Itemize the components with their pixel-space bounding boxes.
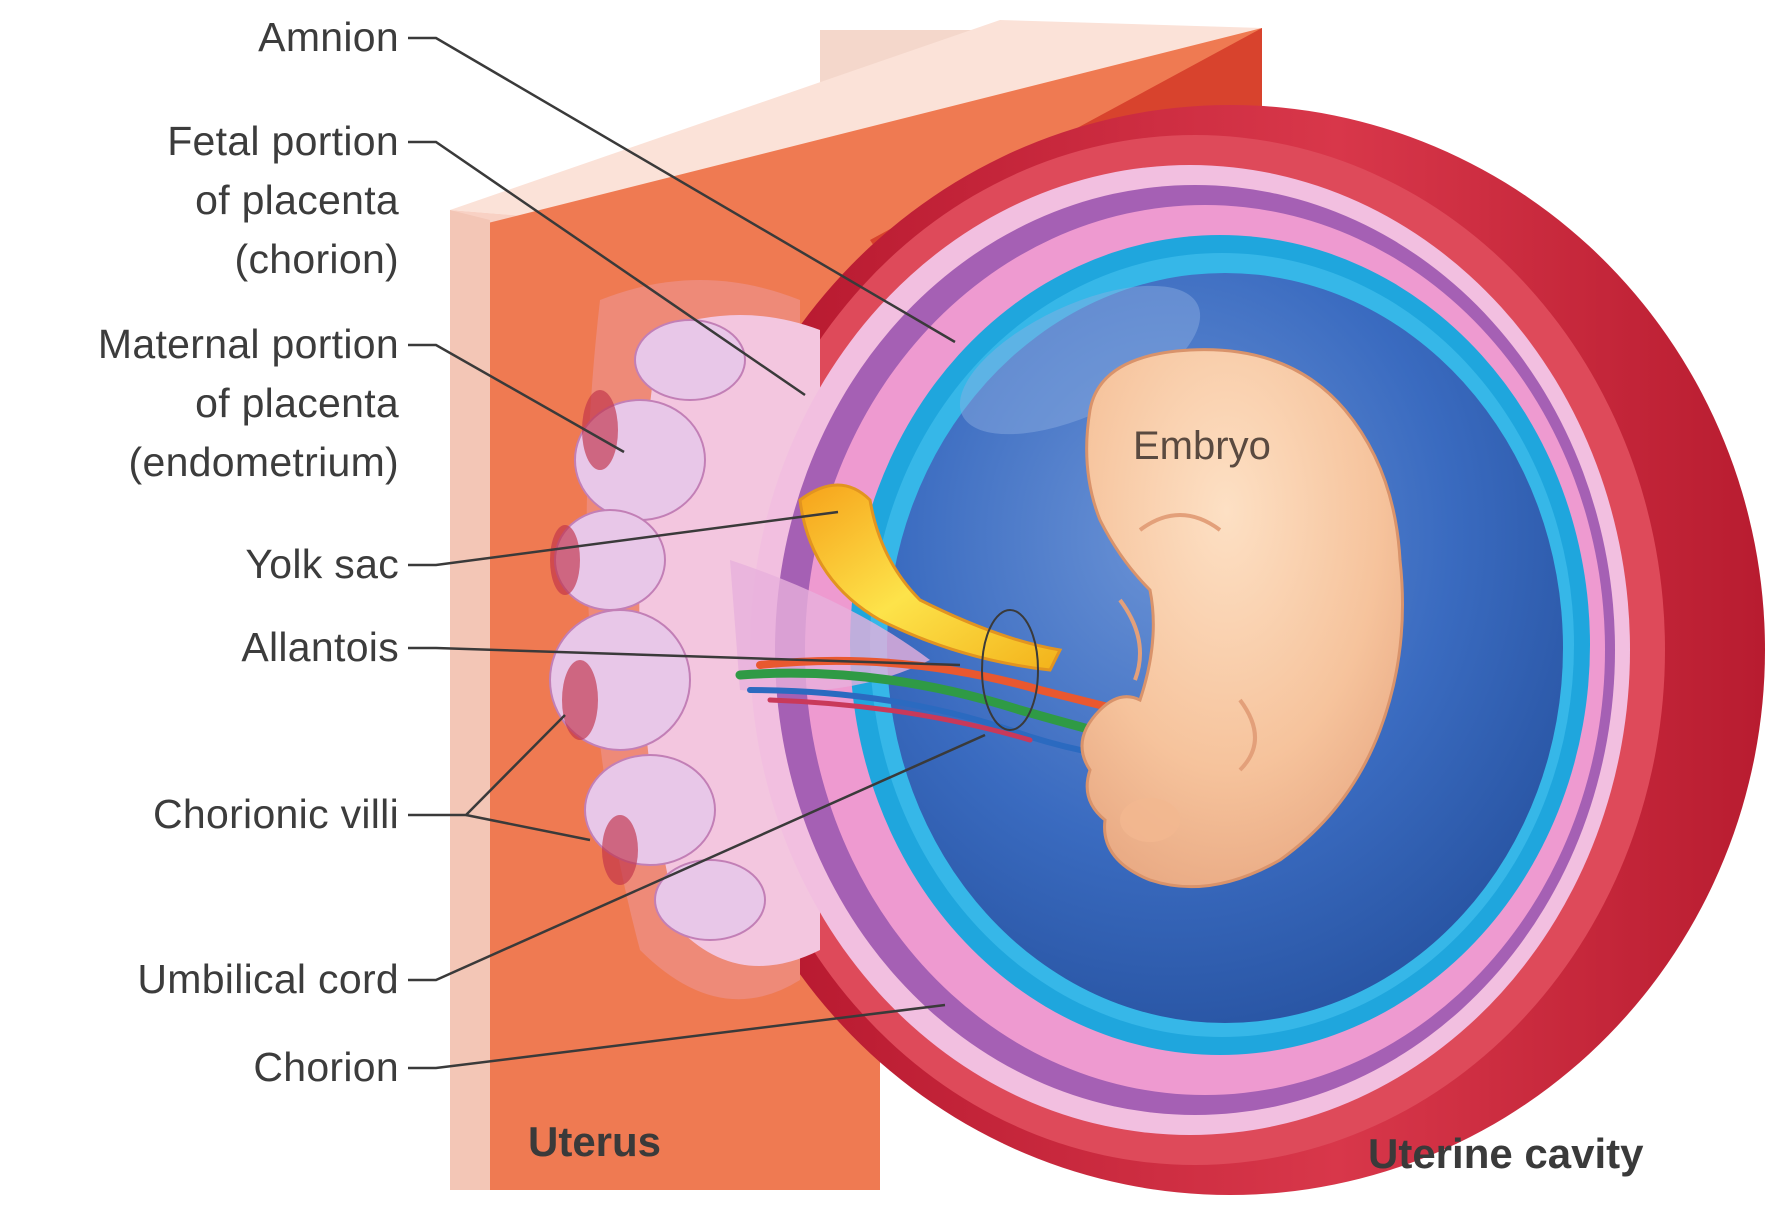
label-fetal-portion: Fetal portion of placenta (chorion) <box>167 112 399 289</box>
label-embryo: Embryo <box>1133 424 1271 469</box>
label-umbilical-cord: Umbilical cord <box>137 950 399 1009</box>
label-maternal-portion: Maternal portion of placenta (endometriu… <box>98 315 399 492</box>
label-yolk-sac: Yolk sac <box>245 535 399 594</box>
label-uterus: Uterus <box>528 1118 661 1166</box>
label-uterine-cavity: Uterine cavity <box>1368 1130 1643 1178</box>
label-allantois: Allantois <box>241 618 399 677</box>
label-amnion: Amnion <box>258 8 399 67</box>
label-chorion: Chorion <box>253 1038 399 1097</box>
label-chorionic-villi: Chorionic villi <box>153 785 399 844</box>
